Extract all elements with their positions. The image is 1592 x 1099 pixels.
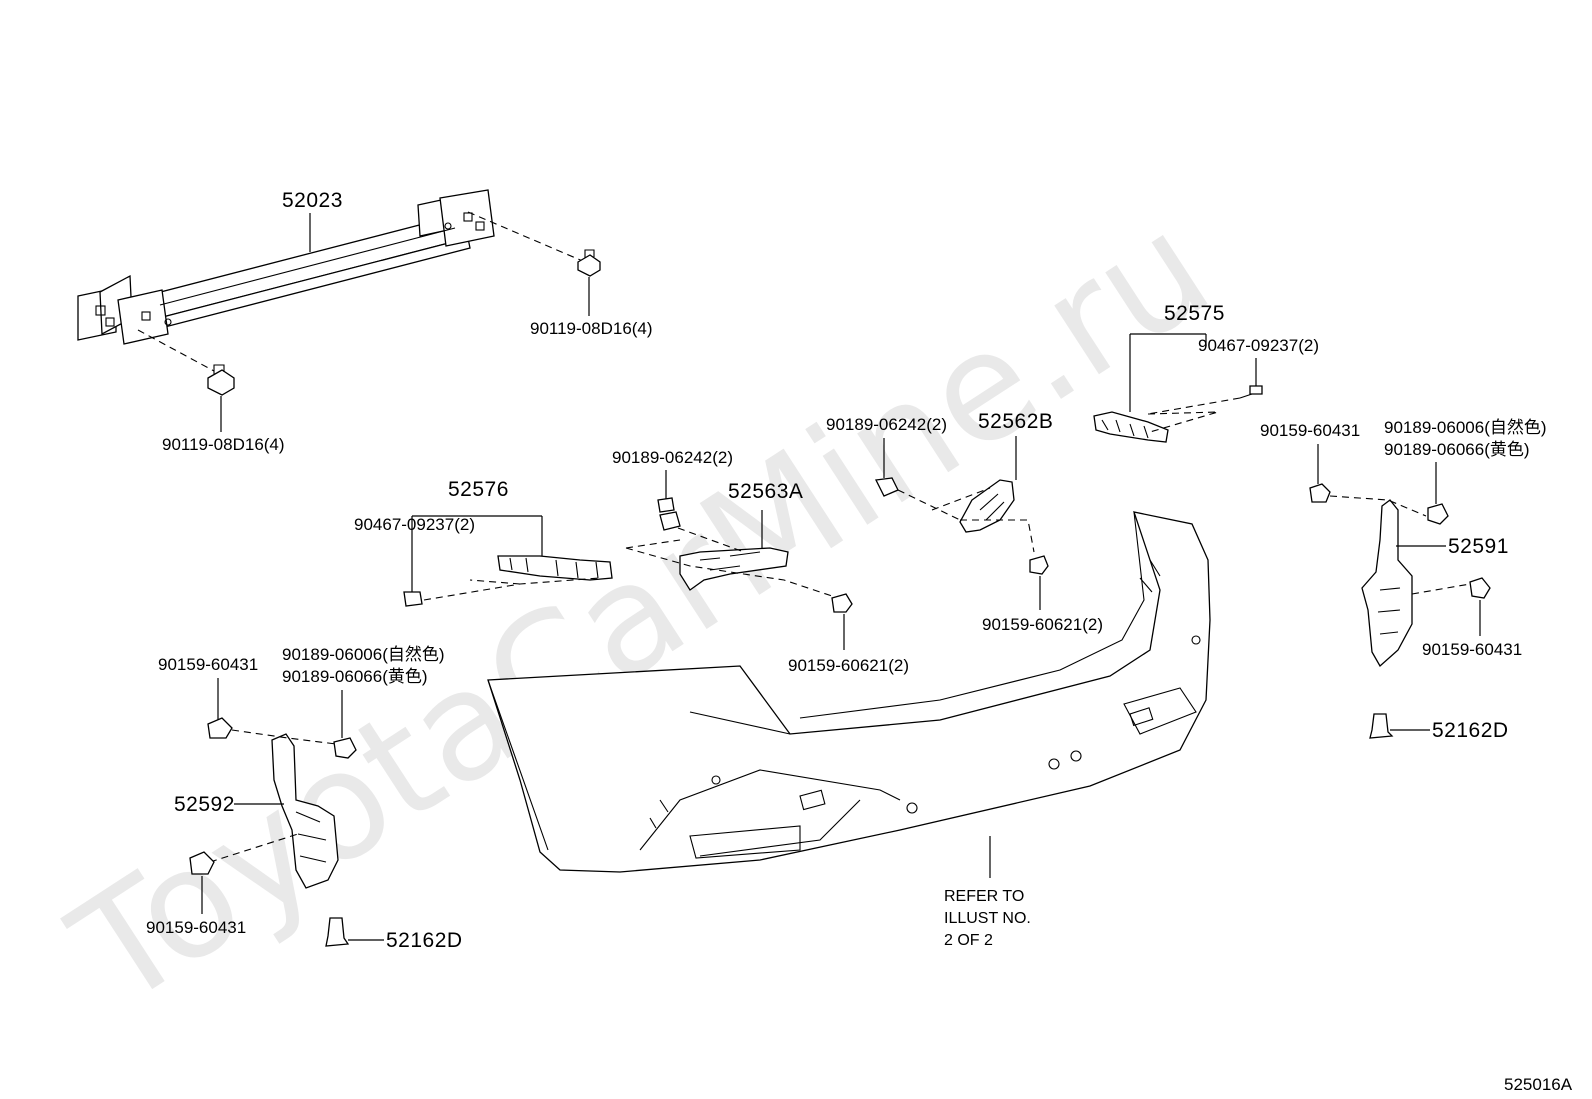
label-bolt-top: 90119-08D16(4): [530, 319, 653, 338]
label-52562b: 52562B: [978, 410, 1053, 433]
clip-52563a-icon: [659, 511, 681, 531]
label-bolt-52562b: 90159-60621(2): [982, 615, 1103, 634]
label-52575: 52575: [1164, 302, 1225, 325]
rear-bumper-reinforcement: [77, 189, 495, 345]
retainer-left: [497, 555, 613, 581]
bumper-note-line-2: ILLUST NO.: [944, 910, 1031, 927]
label-52576: 52576: [448, 478, 509, 501]
label-bolt-52563a: 90159-60621(2): [788, 656, 909, 675]
bolt-bottom-icon: [207, 364, 235, 396]
bumper-note-line-1: REFER TO: [944, 888, 1024, 905]
screw-left-icon: [403, 591, 423, 607]
label-clip-left: 52162D: [386, 929, 463, 952]
label-52591: 52591: [1448, 535, 1509, 558]
label-nut-left-natural: 90189-06006(自然色): [282, 645, 445, 664]
bracket-left: [271, 733, 339, 889]
bracket-right: [1361, 499, 1413, 668]
screw-right-icon: [1239, 385, 1263, 399]
label-nut-left-yellow: 90189-06066(黄色): [282, 667, 428, 686]
label-clip-52562b: 90189-06242(2): [826, 415, 947, 434]
bolt-left-top-icon: [207, 717, 233, 739]
illustration-id: 525016A: [1504, 1075, 1573, 1094]
nut-left-icon: [333, 737, 357, 759]
bolt-right-top-icon: [1309, 483, 1331, 503]
label-screw-left: 90467-09237(2): [354, 515, 475, 534]
label-52023: 52023: [282, 189, 343, 212]
nut-right-icon: [1427, 503, 1449, 525]
label-bolt-right-top: 90159-60431: [1260, 421, 1360, 440]
label-bolt-left-top: 90159-60431: [158, 655, 258, 674]
label-bolt-bottom: 90119-08D16(4): [162, 435, 285, 454]
bolt-left-side-icon: [189, 851, 215, 875]
bolt-52563a-icon: [831, 593, 853, 613]
bolt-52562b-icon: [1029, 555, 1049, 575]
bumper-note-line-3: 2 OF 2: [944, 932, 993, 949]
bolt-right-side-icon: [1469, 577, 1491, 599]
label-52563a: 52563A: [728, 480, 803, 503]
label-nut-right-natural: 90189-06006(自然色): [1384, 418, 1547, 437]
clip-left-icon: [325, 917, 350, 947]
label-screw-right: 90467-09237(2): [1198, 336, 1319, 355]
clip-right-icon: [1369, 713, 1394, 739]
rear-bumper-cover: [487, 511, 1211, 873]
clip-52563a-top-icon: [657, 497, 675, 513]
label-nut-right-yellow: 90189-06066(黄色): [1384, 440, 1530, 459]
label-clip-52563a: 90189-06242(2): [612, 448, 733, 467]
label-52592: 52592: [174, 793, 235, 816]
retainer-right: [1093, 411, 1169, 443]
support-52563a: [679, 547, 789, 591]
bolt-top-icon: [577, 249, 601, 277]
label-bolt-left-side: 90159-60431: [146, 918, 246, 937]
label-clip-right: 52162D: [1432, 719, 1509, 742]
label-bolt-right-side: 90159-60431: [1422, 640, 1522, 659]
